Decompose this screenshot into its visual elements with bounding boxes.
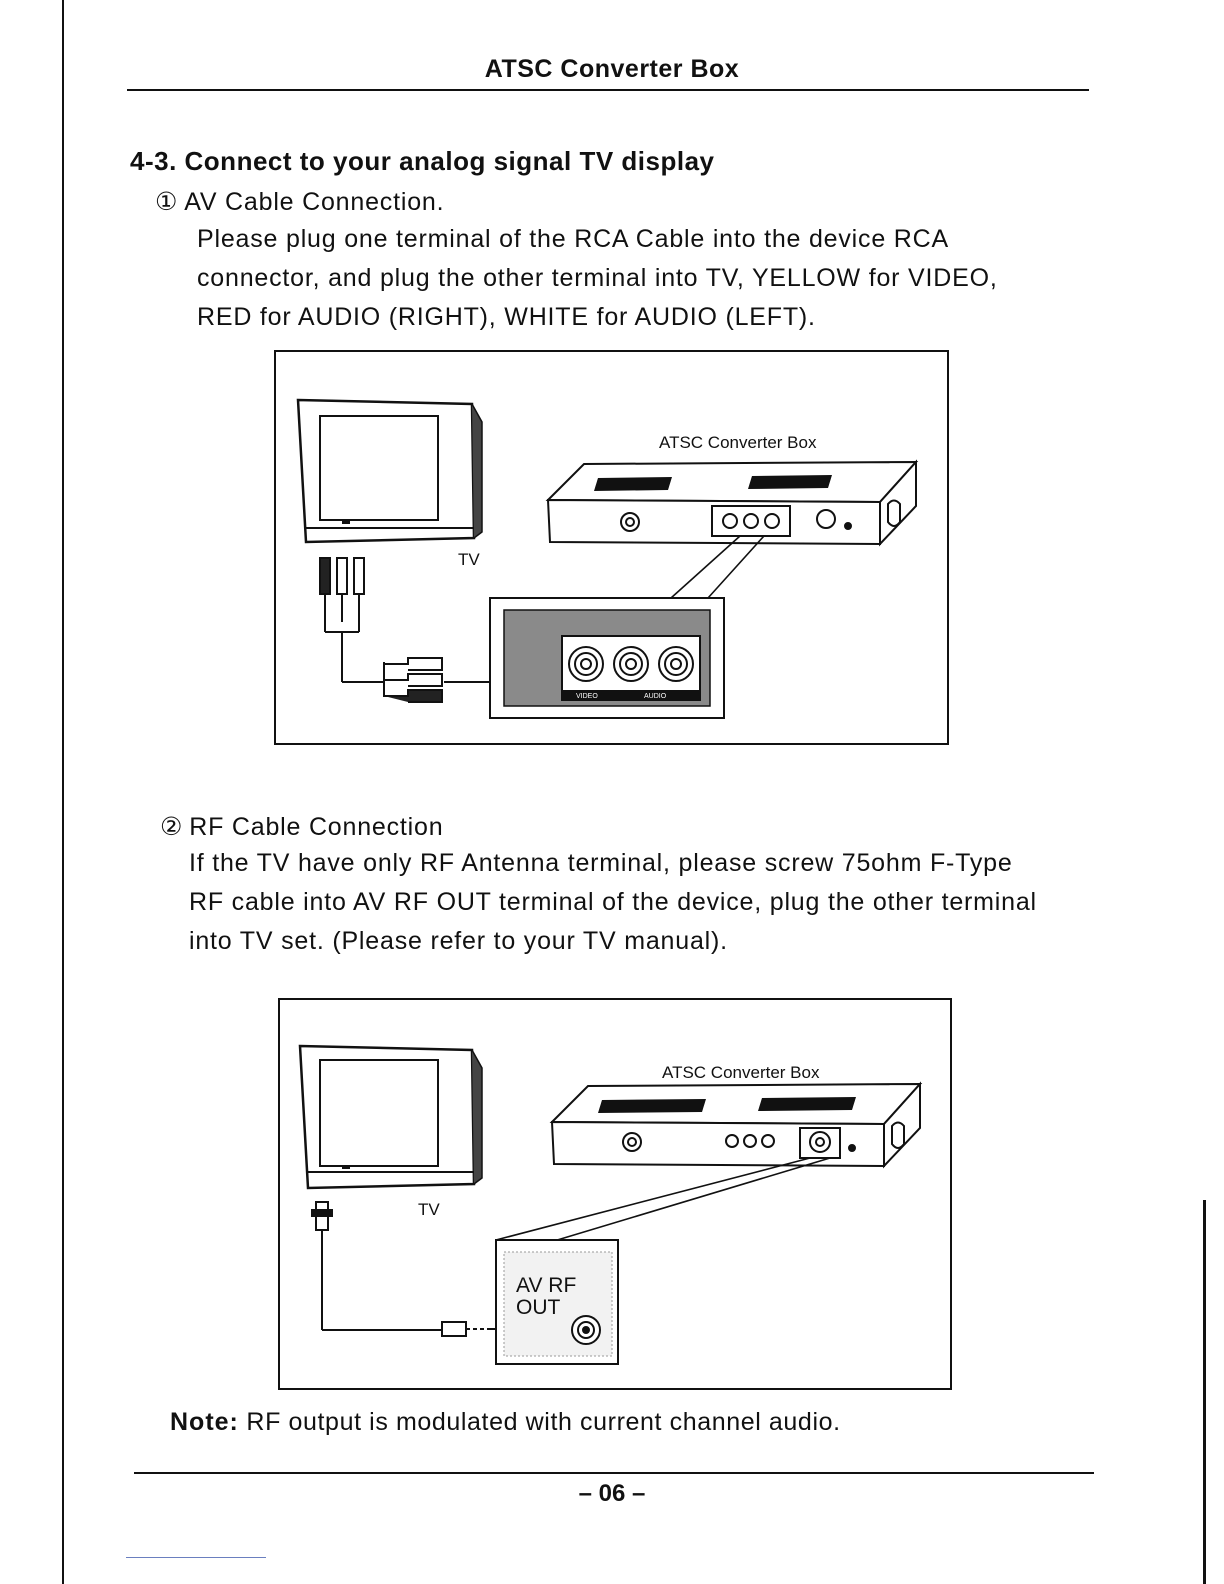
- av-line-2: connector, and plug the other terminal i…: [197, 264, 998, 292]
- rf-line-2: RF cable into AV RF OUT terminal of the …: [189, 888, 1037, 916]
- page-number: – 06 –: [578, 1480, 646, 1507]
- rf-number-marker: ②: [160, 813, 184, 841]
- audio-jack-label: AUDIO: [644, 693, 667, 700]
- rca-plugs-at-tv: [319, 557, 385, 697]
- av-connection-figure: TV ATSC Converter Box: [274, 350, 949, 745]
- av-tv-label: TV: [458, 550, 480, 569]
- note: Note: RF output is modulated with curren…: [170, 1408, 841, 1437]
- rf-box-label: ATSC Converter Box: [662, 1063, 820, 1082]
- footer-rule: [134, 1472, 1094, 1474]
- rf-title: RF Cable Connection: [189, 813, 444, 841]
- left-margin-line: [62, 0, 64, 1584]
- rf-tv-label: TV: [418, 1200, 440, 1219]
- video-jack-label: VIDEO: [576, 693, 598, 700]
- header-rule: [127, 89, 1089, 91]
- rf-connection-diagram: TV ATSC Converter Box: [298, 1044, 923, 1365]
- rf-line-3: into TV set. (Please refer to your TV ma…: [189, 927, 728, 955]
- header-title: ATSC Converter Box: [484, 55, 740, 83]
- av-title: AV Cable Connection.: [184, 188, 445, 216]
- rf-port-label-1: AV RF: [516, 1274, 576, 1297]
- av-number-marker: ①: [155, 188, 179, 216]
- rf-connection-figure: TV ATSC Converter Box: [278, 998, 952, 1390]
- rf-line-1: If the TV have only RF Antenna terminal,…: [189, 849, 1013, 877]
- note-text: RF output is modulated with current chan…: [238, 1408, 841, 1436]
- av-line-3: RED for AUDIO (RIGHT), WHITE for AUDIO (…: [197, 303, 816, 331]
- bottom-scan-mark: [126, 1557, 266, 1558]
- rf-out-closeup: AV RF OUT: [495, 1239, 619, 1365]
- zoom-callout-lines: [670, 535, 765, 599]
- rf-paragraph: If the TV have only RF Antenna terminal,…: [189, 844, 1037, 961]
- section-heading: 4-3. Connect to your analog signal TV di…: [130, 146, 715, 176]
- note-label: Note:: [170, 1408, 239, 1436]
- zoom-callout-lines: [495, 1157, 831, 1245]
- av-line-1: Please plug one terminal of the RCA Cabl…: [197, 225, 949, 253]
- converter-box-illustration: [545, 459, 919, 547]
- right-margin-line: [1203, 1200, 1206, 1584]
- rca-jack-closeup: VIDEO AUDIO: [489, 597, 725, 719]
- rf-port-label-2: OUT: [516, 1296, 561, 1319]
- tv-illustration: [298, 1044, 483, 1190]
- av-paragraph: Please plug one terminal of the RCA Cabl…: [197, 220, 998, 337]
- av-connection-diagram: TV ATSC Converter Box: [296, 398, 919, 719]
- av-box-label: ATSC Converter Box: [659, 433, 817, 452]
- tv-illustration: [296, 398, 483, 544]
- converter-box-illustration: [549, 1081, 923, 1169]
